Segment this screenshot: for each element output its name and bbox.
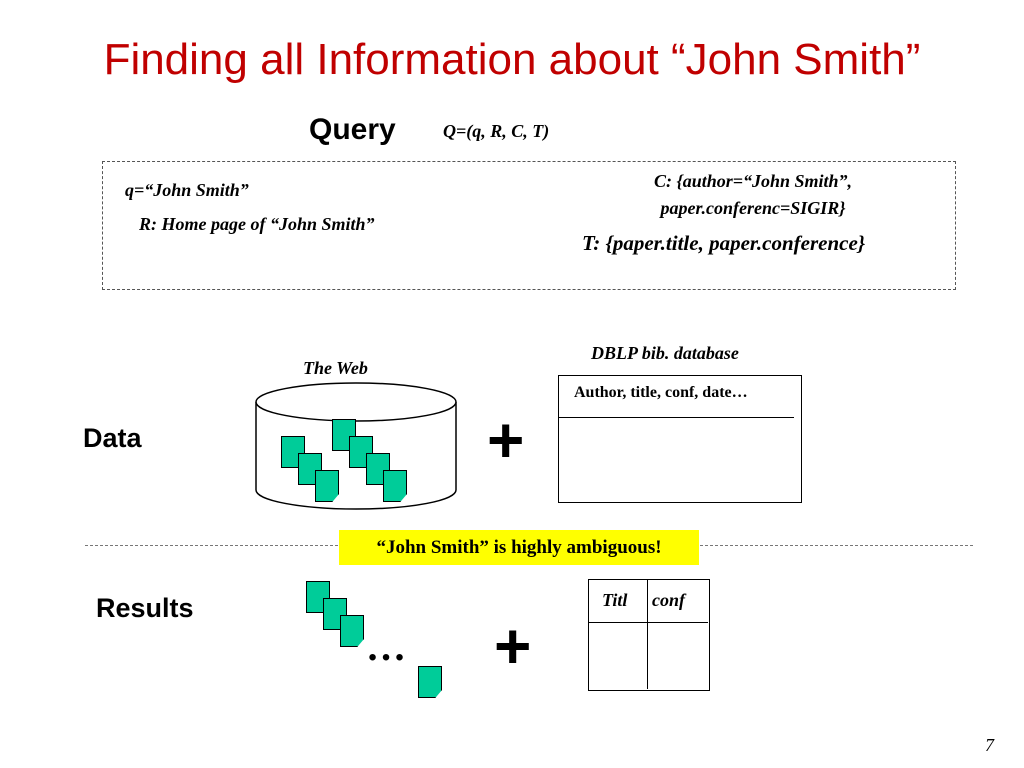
- result-document-icon: [340, 615, 364, 647]
- dblp-header-divider: [558, 417, 794, 418]
- results-ellipsis: …: [366, 624, 406, 669]
- ambiguity-note: “John Smith” is highly ambiguous!: [339, 530, 699, 565]
- dblp-label: DBLP bib. database: [591, 343, 739, 363]
- results-col-conf: conf: [652, 590, 685, 610]
- web-document-icon: [383, 470, 407, 502]
- results-table-header-divider: [588, 622, 708, 623]
- results-plus-sign: +: [494, 610, 532, 682]
- query-t: T: {paper.title, paper.conference}: [582, 231, 866, 255]
- query-formula: Q=(q, R, C, T): [443, 121, 550, 141]
- result-document-icon: [418, 666, 442, 698]
- data-plus-sign: +: [487, 404, 525, 476]
- query-label: Query: [309, 113, 396, 146]
- dblp-table-header: Author, title, conf, date…: [574, 384, 748, 401]
- query-r: R: Home page of “John Smith”: [139, 214, 375, 234]
- query-c-line2: paper.conferenc=SIGIR}: [660, 198, 846, 218]
- dblp-table: [558, 375, 802, 503]
- results-col-title: Titl: [602, 590, 628, 610]
- results-label: Results: [96, 593, 194, 623]
- query-q: q=“John Smith”: [125, 180, 249, 200]
- web-document-icon: [315, 470, 339, 502]
- query-c-line1: C: {author=“John Smith”,: [653, 171, 853, 191]
- results-table: [588, 579, 710, 691]
- web-document-icon: [298, 453, 322, 485]
- data-label: Data: [83, 423, 142, 453]
- query-box: [102, 161, 956, 290]
- web-label: The Web: [303, 358, 368, 378]
- slide-title: Finding all Information about “John Smit…: [103, 35, 921, 84]
- results-table-column-divider: [647, 579, 648, 689]
- page-number: 7: [985, 735, 994, 755]
